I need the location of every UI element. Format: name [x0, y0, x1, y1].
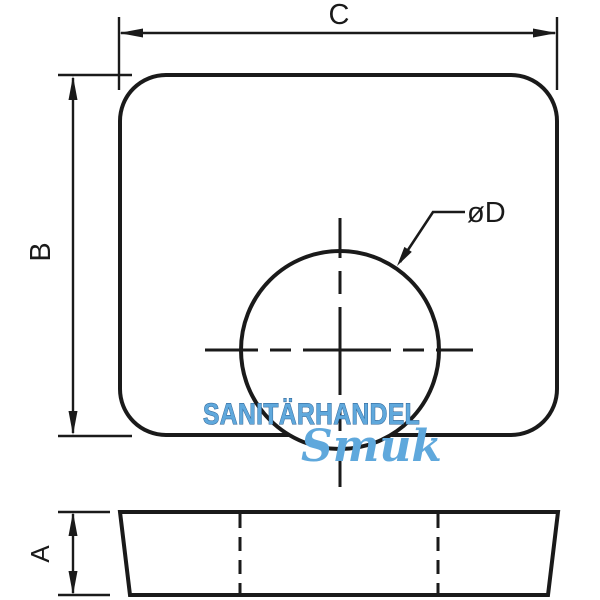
dimension-c-arrow-left: [119, 28, 143, 38]
leader-hole-diameter: øD: [397, 197, 506, 266]
side-view-outline: [117, 510, 561, 597]
dimension-c: C: [117, 0, 559, 90]
dimension-c-arrow-right: [533, 28, 557, 38]
dimension-b-arrow-bottom: [68, 411, 78, 435]
leader-arrowhead: [397, 246, 412, 266]
dimension-b-label: B: [25, 242, 57, 261]
dimension-b: B: [25, 73, 132, 438]
side-view: [117, 510, 561, 597]
dimension-a-arrow-bottom: [68, 571, 78, 595]
leader-line: [398, 210, 465, 263]
watermark: SANITÄRHANDEL Smuk: [203, 396, 442, 472]
dimension-b-extension-lines: [58, 73, 132, 438]
dimension-a: A: [25, 510, 110, 597]
dimension-a-label: A: [25, 545, 55, 563]
watermark-line2: Smuk: [301, 421, 442, 472]
dimension-a-arrow-top: [68, 512, 78, 536]
dimension-c-extension-lines: [117, 17, 559, 90]
dimension-a-extension-lines: [58, 510, 110, 597]
dimension-c-label: C: [329, 0, 350, 31]
top-view: [118, 73, 559, 487]
dimension-b-arrow-top: [68, 76, 78, 100]
hole-diameter-label: øD: [467, 197, 506, 229]
plate-outline: [118, 73, 559, 437]
watermark-line1: SANITÄRHANDEL: [203, 397, 420, 431]
